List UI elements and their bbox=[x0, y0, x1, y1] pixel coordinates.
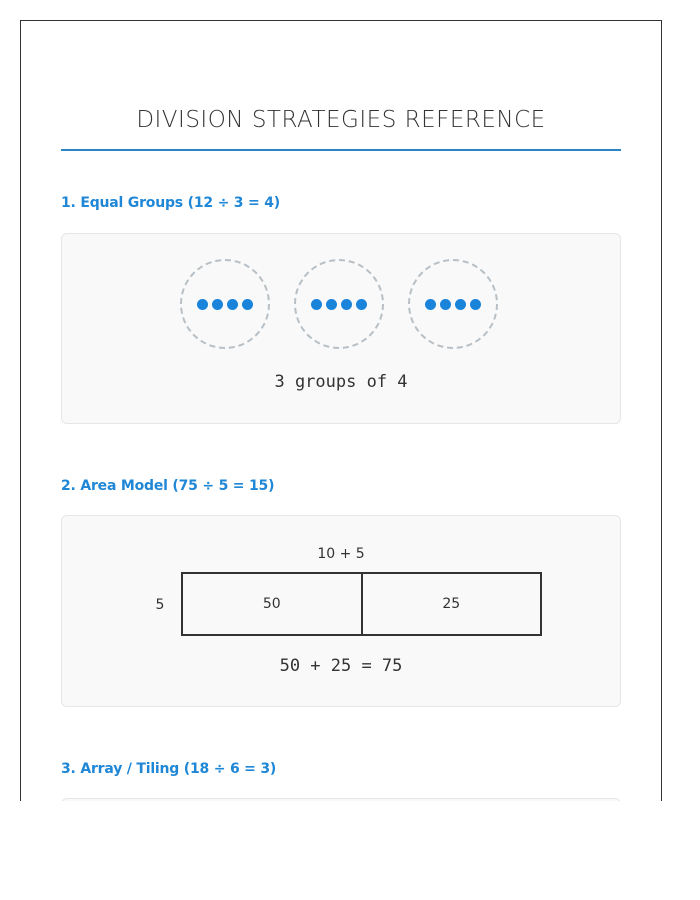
dot-icon bbox=[242, 298, 253, 310]
dot-icon bbox=[311, 298, 322, 310]
page-title: Division Strategies Reference bbox=[136, 107, 546, 133]
section-heading-equal-groups: 1. Equal Groups (12 ÷ 3 = 4) bbox=[61, 195, 280, 211]
dot-icon bbox=[425, 298, 436, 310]
title-divider bbox=[61, 149, 621, 151]
group-circle bbox=[180, 259, 270, 349]
section-heading-area-model: 2. Area Model (75 ÷ 5 = 15) bbox=[61, 478, 275, 494]
group-circle bbox=[408, 259, 498, 349]
area-model-card: 10 + 5 5 50 25 50 + 25 = 75 bbox=[61, 515, 621, 707]
dot-icon bbox=[440, 298, 451, 310]
dot-icon bbox=[356, 298, 367, 310]
dot-icon bbox=[455, 298, 466, 310]
area-model-rectangle: 50 25 bbox=[181, 572, 542, 636]
dot-icon bbox=[470, 298, 481, 310]
equal-groups-caption: 3 groups of 4 bbox=[274, 372, 408, 392]
dot-icon bbox=[197, 298, 208, 310]
section-heading-array-tiling: 3. Array / Tiling (18 ÷ 6 = 3) bbox=[61, 761, 277, 777]
equal-groups-card: 3 groups of 4 bbox=[61, 233, 621, 424]
dot-icon bbox=[326, 298, 337, 310]
area-cell-tens: 50 bbox=[262, 596, 281, 612]
area-cell-ones: 25 bbox=[360, 574, 541, 634]
dot-icon bbox=[212, 298, 223, 310]
group-circle bbox=[294, 259, 384, 349]
array-tiling-card bbox=[61, 798, 621, 801]
area-side-label: 5 bbox=[155, 597, 165, 613]
area-model-caption: 50 + 25 = 75 bbox=[279, 656, 403, 676]
reference-page: Division Strategies Reference 1. Equal G… bbox=[20, 20, 662, 801]
area-top-label: 10 + 5 bbox=[317, 546, 365, 562]
dot-icon bbox=[227, 298, 238, 310]
dot-icon bbox=[341, 298, 352, 310]
